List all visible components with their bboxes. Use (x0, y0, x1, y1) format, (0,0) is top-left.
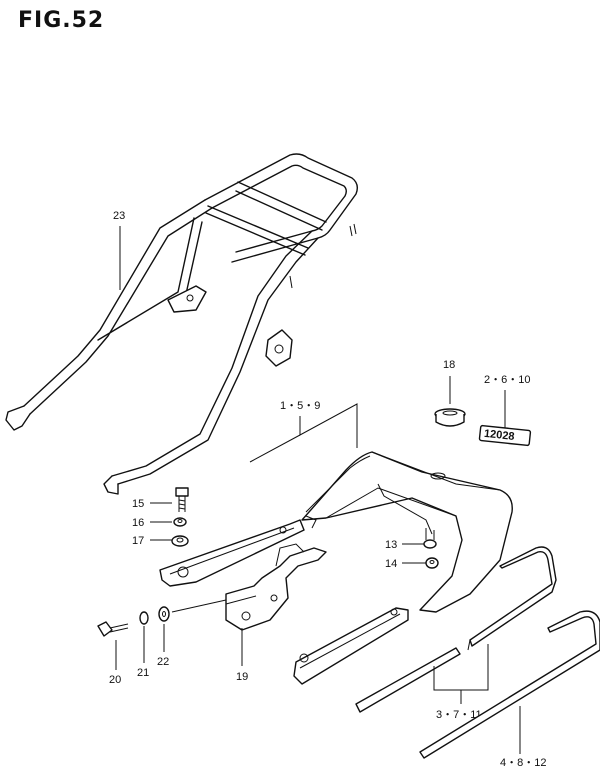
figure-title: FIG.52 (18, 8, 105, 33)
label-3-7-11: 3・7・11 (436, 709, 482, 721)
label-20: 20 (109, 674, 121, 686)
tape-stripe-lower: 4・8・12 (419, 610, 600, 769)
label-17: 17 (132, 535, 144, 547)
washer-16: 16 (132, 517, 187, 529)
washer-22: 22 (157, 599, 227, 668)
washer-21: 21 (137, 611, 149, 679)
emblem-badge: 2・6・10 12028 (478, 374, 532, 447)
label-22: 22 (157, 656, 169, 668)
grommet-18: 18 (434, 359, 466, 427)
nut-14: 14 (385, 557, 439, 570)
bracket-19: 19 (225, 543, 327, 683)
tape-stripe-upper: 3・7・11 (355, 546, 557, 721)
side-rail-upper (159, 519, 305, 587)
bolt-20: 20 (97, 621, 129, 686)
badge-text: 12028 (483, 428, 515, 443)
label-1-5-9: 1・5・9 (280, 400, 320, 412)
label-18: 18 (443, 359, 455, 371)
washer-17: 17 (132, 535, 189, 547)
label-19: 19 (236, 671, 248, 683)
label-15: 15 (132, 498, 144, 510)
label-14: 14 (385, 558, 397, 570)
label-16: 16 (132, 517, 144, 529)
nut-13: 13 (385, 528, 437, 551)
label-13: 13 (385, 539, 397, 551)
rear-carrier-rack: 23 (5, 153, 359, 495)
label-23: 23 (113, 210, 125, 222)
label-21: 21 (137, 667, 149, 679)
label-2-6-10: 2・6・10 (484, 374, 530, 386)
label-4-8-12: 4・8・12 (500, 757, 546, 769)
bolt-15: 15 (132, 487, 189, 512)
tail-cover: 1・5・9 (249, 400, 513, 613)
side-rail-lower (293, 607, 409, 685)
